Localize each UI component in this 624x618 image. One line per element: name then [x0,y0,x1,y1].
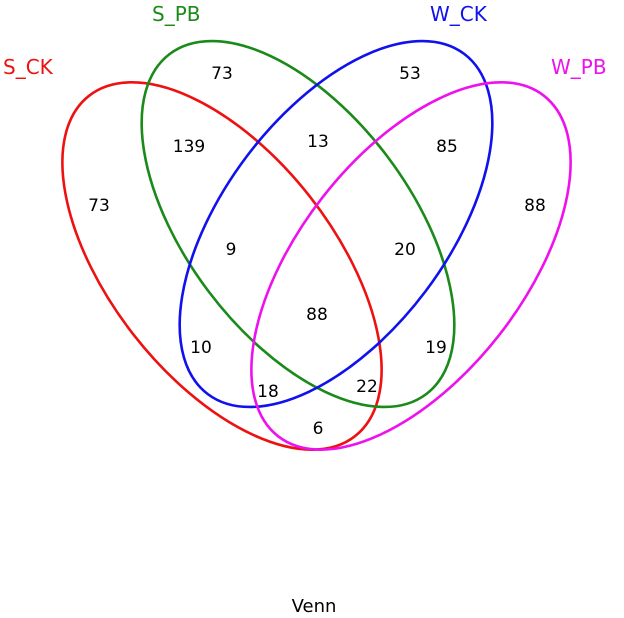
diagram-title: Venn [292,596,337,617]
count-w-pb-only: 88 [524,196,546,216]
count-w-ck-only: 53 [399,64,421,84]
w-pb-label: W_PB [551,55,607,79]
w-ck-label: W_CK [430,2,488,26]
count-s-ck-s-pb-w-pb: 22 [356,377,378,397]
count-s-ck-w-pb: 6 [313,419,324,439]
count-s-ck-s-pb: 139 [173,137,205,157]
count-s-ck-s-pb-w-ck: 9 [226,240,237,260]
count-s-pb-w-ck-w-pb: 20 [394,240,416,260]
s-ck-label: S_CK [3,55,54,79]
count-w-ck-w-pb: 85 [436,137,458,157]
w-ck-ellipse [178,39,494,409]
count-s-ck-only: 73 [88,196,110,216]
s-ck-ellipse [61,81,383,451]
count-all-four: 88 [306,305,328,325]
count-s-pb-w-pb: 19 [425,338,447,358]
count-s-pb-only: 73 [211,64,233,84]
count-s-pb-w-ck: 13 [307,132,329,152]
count-s-ck-w-ck-w-pb: 18 [257,382,279,402]
count-s-ck-w-ck: 10 [190,338,212,358]
s-pb-ellipse [140,39,456,409]
s-pb-label: S_PB [152,2,200,26]
w-pb-ellipse [250,81,572,451]
